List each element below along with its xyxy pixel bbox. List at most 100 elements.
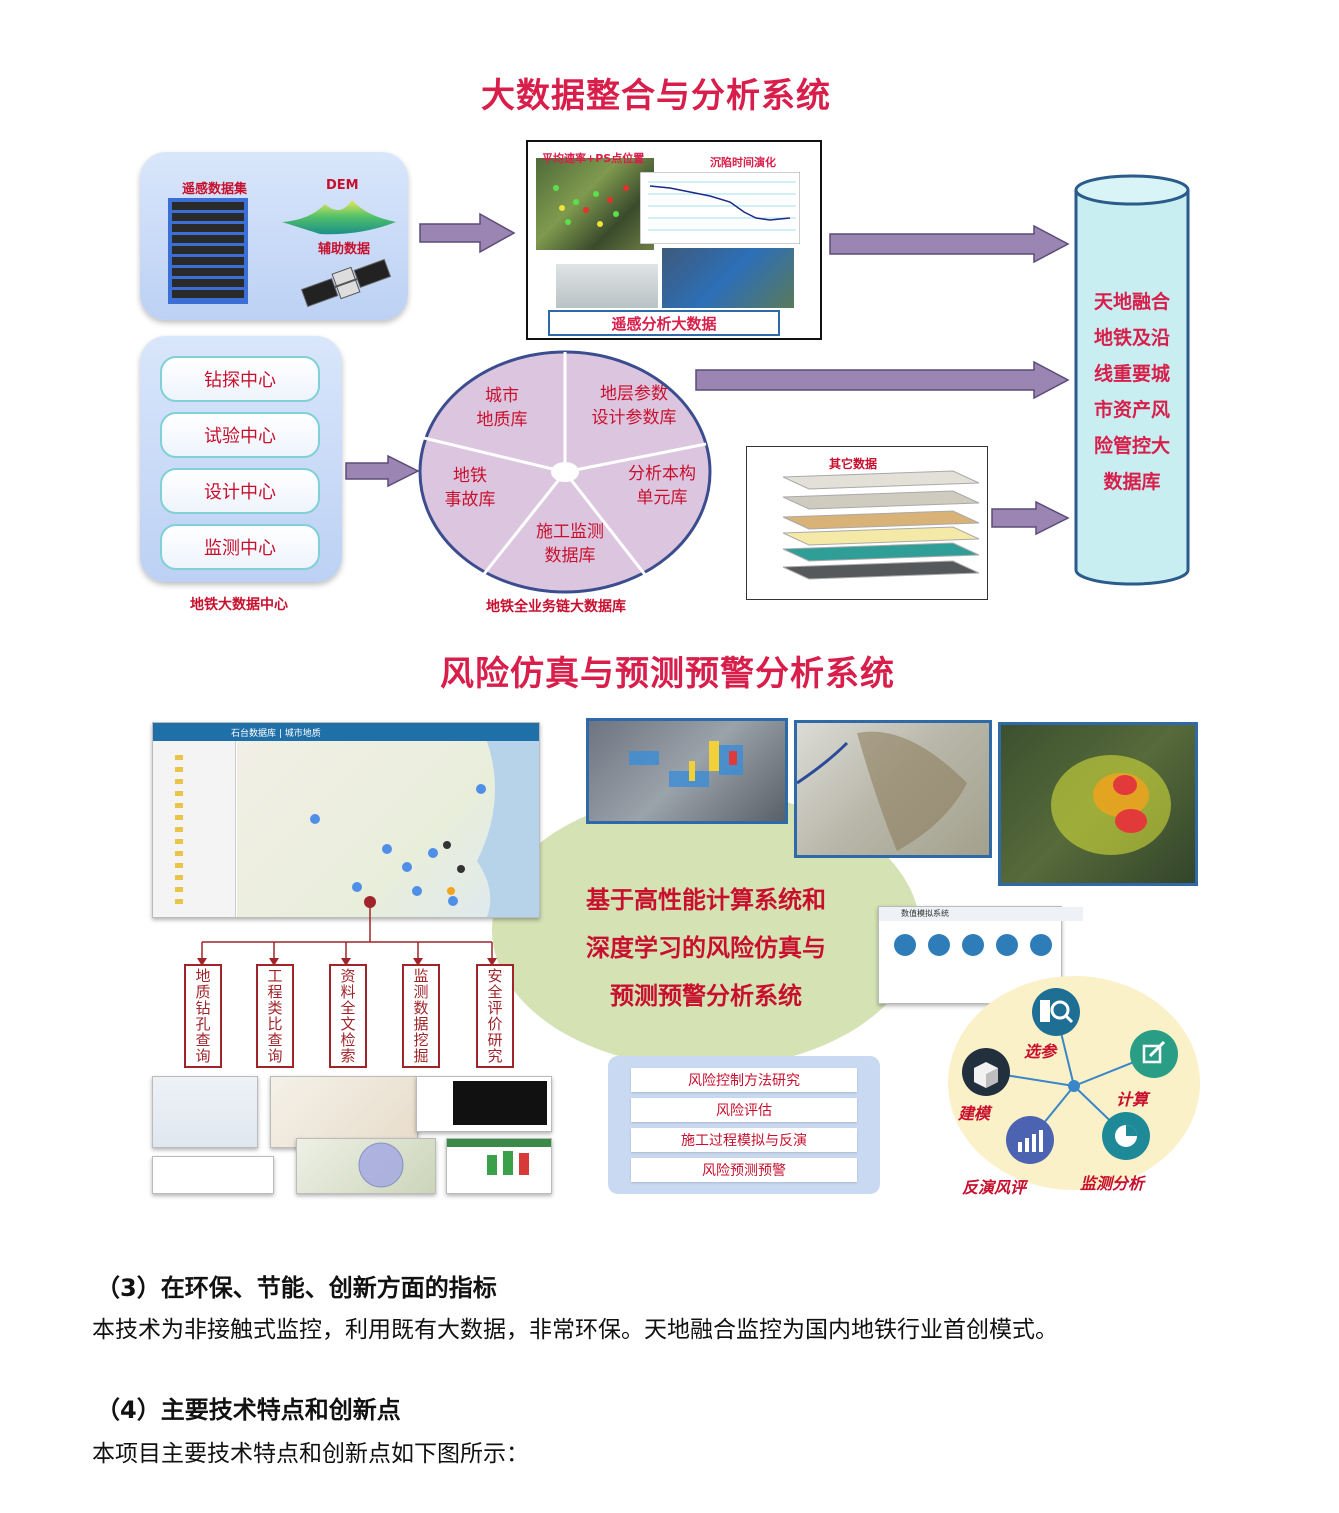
pie-caption: 地铁全业务链大数据库: [486, 599, 626, 615]
search-doc-icon: [1032, 988, 1080, 1036]
app-icons: [894, 934, 1052, 956]
settlement-time-chart: [640, 172, 800, 244]
map-header: 石台数据库 | 城市地质: [153, 723, 539, 741]
pie-segment-line: 单元库: [636, 488, 688, 508]
pie-segment-line: 城市: [485, 386, 519, 406]
risk-item: 风险控制方法研究: [631, 1068, 857, 1092]
aux-label: 辅助数据: [318, 242, 371, 257]
pie-segment: 地铁 事故库: [430, 464, 510, 512]
heading-4: （4）主要技术特点和创新点: [96, 1396, 401, 1424]
ellipse-line: 预测预警分析系统: [610, 982, 802, 1010]
arrow-right-icon: [695, 360, 1070, 400]
thumbnail-6: [446, 1138, 552, 1194]
satellite-icon: [300, 258, 392, 308]
pie-segment-line: 设计参数库: [591, 408, 677, 428]
other-data-box: 其它数据: [746, 446, 988, 600]
query-box: 监测数据挖掘: [402, 964, 440, 1068]
query-box: 资料全文检索: [329, 964, 367, 1068]
pie-segment-line: 地质库: [476, 410, 528, 430]
cube-icon: [962, 1048, 1010, 1096]
pie-segment-line: 地铁: [453, 466, 487, 486]
pie-segment-line: 数据库: [544, 546, 596, 566]
ps-point-image: [536, 158, 654, 250]
pie-segment-line: 施工监测: [536, 522, 604, 542]
bar-chart-icon: [1006, 1116, 1054, 1164]
analysis-label-1: 平均速率+PS点位置: [542, 152, 645, 165]
risk-item: 风险评估: [631, 1098, 857, 1122]
wheel-label-jianmo: 建模: [958, 1104, 991, 1123]
cylinder-line: 数据库: [1103, 471, 1161, 493]
remote-analysis-box: 平均速率+PS点位置 沉陷时间演化 遥感分析大数据: [526, 140, 822, 340]
dataset-label: 遥感数据集: [182, 182, 248, 197]
big-database-cylinder: [1074, 174, 1190, 586]
layer-stack-icon: [782, 470, 980, 580]
workflow-connectors: [962, 988, 1178, 1164]
site-photo: [556, 264, 658, 308]
thumbnail-1: [152, 1076, 258, 1148]
data-center-caption: 地铁大数据中心: [190, 597, 288, 613]
arrow-right-icon: [991, 500, 1070, 536]
server-rack-icon: [168, 198, 248, 304]
query-box: 地质钻孔查询: [184, 964, 222, 1068]
query-connector-lines: [197, 896, 497, 966]
cylinder-text: 天地融合 地铁及沿 线重要城 市资产风 险管控大 数据库: [1072, 284, 1192, 500]
city-risk-image: [586, 718, 788, 824]
wheel-label-jiance: 监测分析: [1080, 1174, 1145, 1193]
pie-segment: 城市 地质库: [462, 384, 542, 432]
section1-title: 大数据整合与分析系统: [481, 76, 831, 116]
dem-terrain-icon: [282, 200, 396, 235]
dem-label: DEM: [326, 178, 359, 193]
business-chain-database-pie: [418, 350, 712, 594]
city-insar-image: [662, 248, 794, 308]
cylinder-line: 市资产风: [1093, 399, 1170, 421]
cylinder-line: 线重要城: [1093, 363, 1170, 385]
map-sidebar: [153, 741, 236, 917]
thumbnail-4: [152, 1156, 274, 1194]
risk-item: 风险预测预警: [631, 1158, 857, 1182]
wheel-label-xuancan: 选参: [1024, 1042, 1057, 1061]
other-data-label: 其它数据: [829, 457, 878, 471]
geology-map-image: [794, 720, 992, 858]
cylinder-line: 险管控大: [1093, 435, 1170, 457]
arrow-right-icon: [419, 212, 516, 254]
heading-3: （3）在环保、节能、创新方面的指标: [96, 1274, 497, 1302]
arrow-right-icon: [345, 454, 420, 488]
heat-map-image: [998, 722, 1198, 886]
cylinder-line: 地铁及沿: [1093, 327, 1170, 349]
pie-segment-line: 分析本构: [628, 464, 696, 484]
data-center-panel: 钻探中心 试验中心 设计中心 监测中心: [140, 336, 342, 582]
paragraph-3: 本技术为非接触式监控，利用既有大数据，非常环保。天地融合监控为国内地铁行业首创模…: [92, 1317, 1058, 1343]
remote-sensing-panel: 遥感数据集 DEM 辅助数据: [140, 152, 408, 320]
app-header: 数值模拟系统: [879, 907, 1083, 921]
pie-chart-icon: [1102, 1112, 1150, 1160]
map-canvas: [237, 741, 539, 917]
section2-title: 风险仿真与预测预警分析系统: [440, 654, 895, 694]
pie-segment: 施工监测 数据库: [520, 520, 620, 568]
map-screenshot: 石台数据库 | 城市地质: [152, 722, 540, 918]
center-item: 监测中心: [160, 524, 320, 570]
query-box: 安全评价研究: [476, 964, 514, 1068]
wheel-label-jisuan: 计算: [1116, 1090, 1149, 1109]
analysis-label-2: 沉陷时间演化: [710, 156, 776, 169]
risk-item: 施工过程模拟与反演: [631, 1128, 857, 1152]
thumbnail-2: [270, 1076, 418, 1148]
thumbnail-3: [416, 1076, 552, 1132]
cylinder-line: 天地融合: [1093, 291, 1170, 313]
center-item: 钻探中心: [160, 356, 320, 402]
ellipse-text: 基于高性能计算系统和 深度学习的风险仿真与 预测预警分析系统: [520, 876, 892, 1020]
thumbnail-5: [296, 1138, 436, 1194]
pie-segment: 地层参数 设计参数库: [578, 382, 690, 430]
query-box: 工程类比查询: [256, 964, 294, 1068]
center-item: 试验中心: [160, 412, 320, 458]
arrow-right-icon: [829, 224, 1070, 264]
pie-segment-line: 地层参数: [600, 384, 668, 404]
ellipse-line: 深度学习的风险仿真与: [586, 934, 826, 962]
pie-segment-line: 事故库: [444, 490, 496, 510]
remote-analysis-footer: 遥感分析大数据: [548, 310, 780, 336]
paragraph-4: 本项目主要技术特点和创新点如下图所示：: [92, 1441, 529, 1467]
risk-panel: 风险控制方法研究 风险评估 施工过程模拟与反演 风险预测预警: [608, 1056, 880, 1194]
ellipse-line: 基于高性能计算系统和: [586, 886, 826, 914]
pie-segment: 分析本构 单元库: [614, 462, 710, 510]
wheel-label-fanyan: 反演风评: [962, 1178, 1027, 1197]
center-item: 设计中心: [160, 468, 320, 514]
